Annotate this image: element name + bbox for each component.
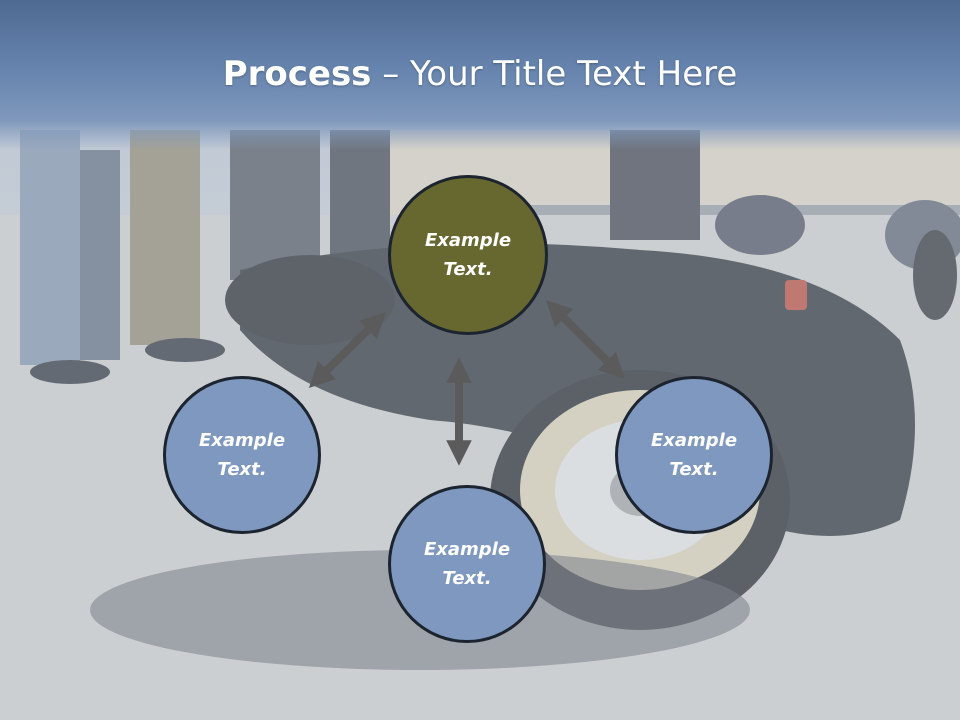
node-bottom-line2: Text. bbox=[442, 568, 492, 589]
tail-light bbox=[785, 280, 807, 310]
node-right-line2: Text. bbox=[669, 459, 719, 480]
node-right: Example Text. bbox=[615, 376, 773, 534]
node-top-line2: Text. bbox=[443, 259, 493, 280]
shoe bbox=[30, 360, 110, 384]
arrow-top-right bbox=[545, 299, 626, 380]
node-right-line1: Example bbox=[650, 430, 738, 451]
person-legs bbox=[80, 150, 120, 360]
shoe bbox=[145, 338, 225, 362]
node-top-line1: Example bbox=[424, 230, 512, 251]
node-left: Example Text. bbox=[163, 376, 321, 534]
arrow-top-left bbox=[308, 312, 387, 388]
slide-title: Process – Your Title Text Here bbox=[0, 48, 960, 100]
person-legs bbox=[330, 130, 390, 260]
node-left-line2: Text. bbox=[217, 459, 267, 480]
node-bottom-line1: Example bbox=[423, 539, 511, 560]
title-bold: Process bbox=[222, 54, 372, 94]
mirror bbox=[913, 230, 957, 320]
person-legs bbox=[230, 130, 320, 280]
person-legs bbox=[20, 130, 80, 365]
node-bottom: Example Text. bbox=[388, 485, 546, 643]
node-left-line1: Example bbox=[198, 430, 286, 451]
node-top: Example Text. bbox=[388, 175, 548, 335]
distant-motorcycle bbox=[715, 195, 805, 255]
person-legs bbox=[130, 130, 200, 345]
title-rest: – Your Title Text Here bbox=[371, 54, 738, 94]
title-band bbox=[0, 0, 960, 150]
